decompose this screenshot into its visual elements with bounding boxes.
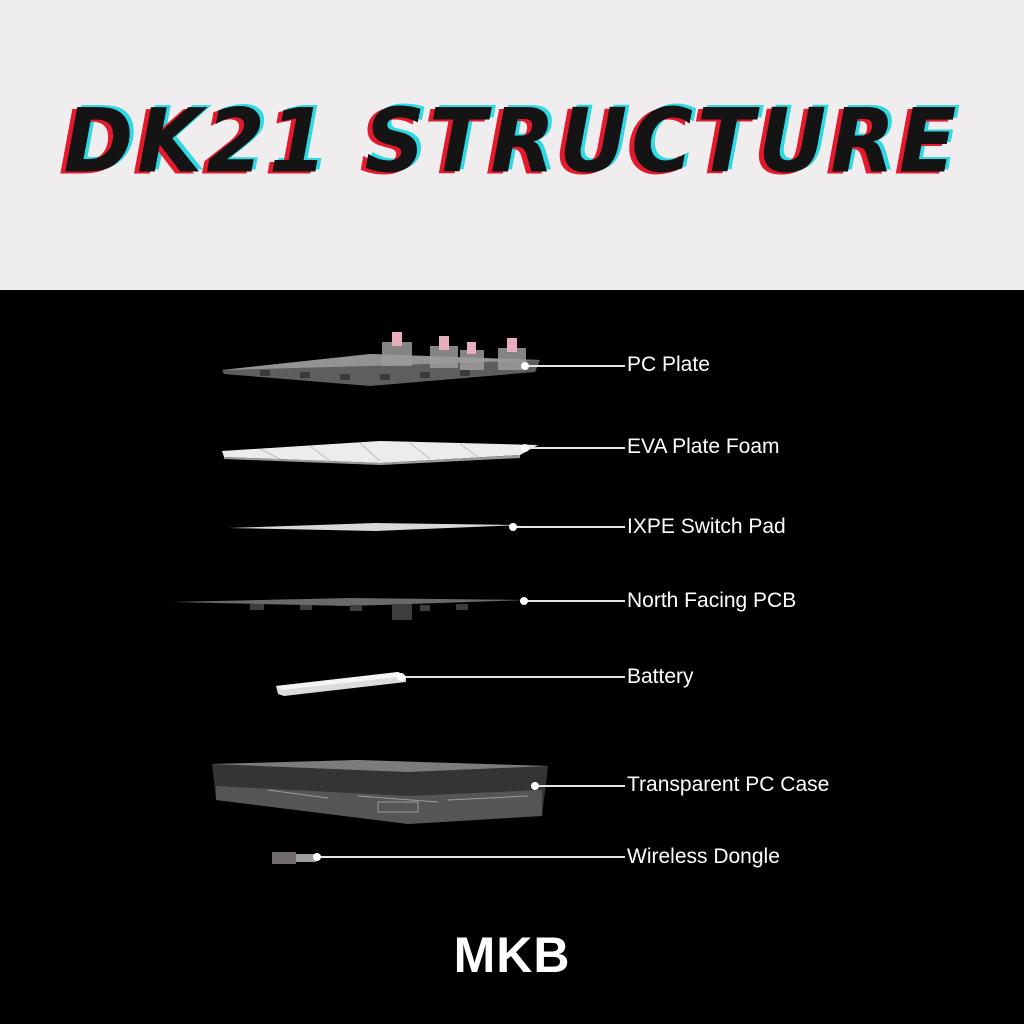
battery-icon	[276, 672, 406, 696]
title-banner: DK21 STRUCTURE	[0, 0, 1024, 290]
leader-dot-pc-plate	[521, 362, 529, 370]
pcb-icon	[172, 598, 526, 620]
leader-dot-pc-case	[531, 782, 539, 790]
label-eva-foam: EVA Plate Foam	[627, 435, 780, 458]
leader-line-pc-case	[535, 785, 625, 787]
pc-plate-icon	[222, 332, 540, 386]
leader-line-pc-plate	[525, 365, 625, 367]
leader-line-battery	[401, 676, 625, 678]
label-pc-case: Transparent PC Case	[627, 773, 830, 796]
leader-dot-dongle	[313, 853, 321, 861]
brand-logo: MKB	[453, 927, 571, 983]
label-pcb: North Facing PCB	[627, 589, 797, 612]
leader-line-ixpe-pad	[513, 526, 625, 528]
leader-dot-ixpe-pad	[509, 523, 517, 531]
leader-line-pcb	[524, 600, 625, 602]
page-title: DK21 STRUCTURE	[63, 89, 961, 193]
leader-dot-pcb	[520, 597, 528, 605]
leader-dot-battery	[397, 673, 405, 681]
label-pc-plate: PC Plate	[627, 353, 710, 376]
eva-foam-icon	[222, 441, 538, 465]
label-ixpe-pad: IXPE Switch Pad	[627, 515, 786, 538]
leader-line-eva-foam	[525, 447, 625, 449]
leader-line-dongle	[317, 856, 625, 858]
pc-case-icon	[212, 760, 548, 824]
label-dongle: Wireless Dongle	[627, 845, 780, 868]
leader-dot-eva-foam	[521, 444, 529, 452]
ixpe-pad-icon	[228, 523, 522, 531]
dongle-icon	[272, 852, 316, 864]
label-battery: Battery	[627, 665, 694, 688]
